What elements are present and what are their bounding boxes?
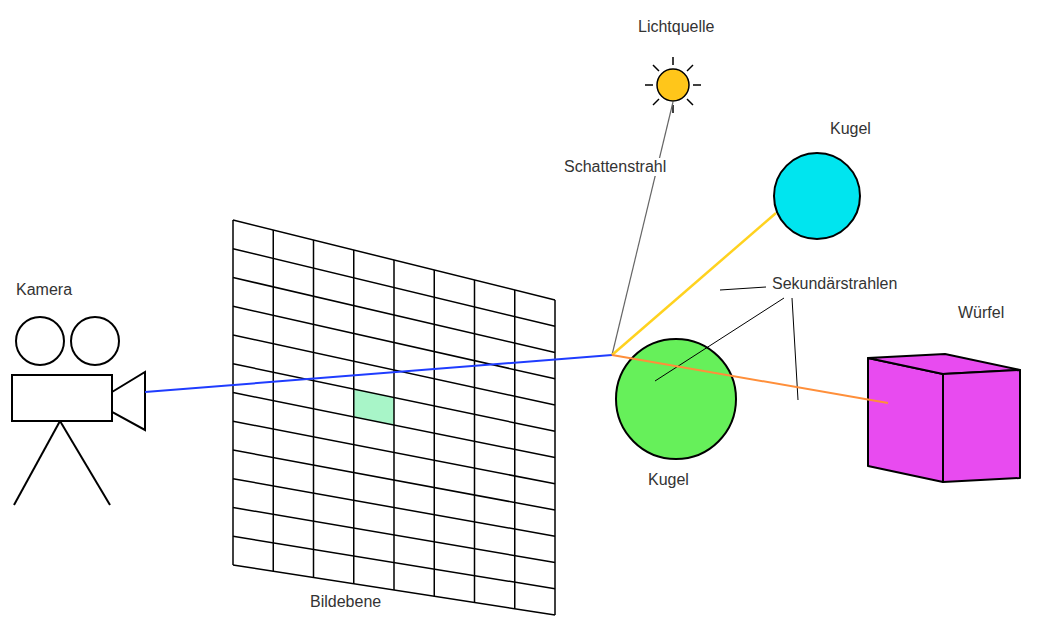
- ray-line: [612, 355, 888, 403]
- sphere-node: Kugel: [606, 330, 738, 495]
- grid-line: [233, 278, 555, 353]
- grid-line: [233, 364, 555, 432]
- node-label: Kugel: [648, 471, 689, 489]
- camera-node: Kamera: [8, 278, 153, 508]
- image-plane-grid: [233, 220, 555, 615]
- pixel-cell: [354, 389, 394, 425]
- grid-line: [233, 479, 555, 537]
- camera-symbol: [12, 317, 145, 505]
- grid-line: [233, 306, 555, 379]
- ray-line: [145, 355, 612, 392]
- grid-line: [233, 421, 555, 484]
- grid-line: [233, 508, 555, 563]
- node-label: Würfel: [958, 304, 1004, 322]
- ray-line: [612, 102, 673, 355]
- node-label: Kugel: [830, 120, 871, 138]
- cube-node: Würfel: [860, 300, 1030, 490]
- edge-label: Schattenstrahl: [562, 158, 668, 176]
- sphere: [616, 339, 736, 459]
- grid-line: [233, 450, 555, 510]
- node-label: Kamera: [16, 281, 72, 299]
- node-label: Bildebene: [310, 593, 381, 611]
- grid-line: [233, 393, 555, 458]
- sphere-node: Kugel: [770, 118, 875, 243]
- grid-line: [233, 536, 555, 589]
- sphere: [774, 153, 860, 239]
- ray-line: [612, 213, 776, 355]
- light-source: Lichtquelle: [628, 10, 738, 120]
- cube: [868, 354, 1020, 482]
- grid-line: [233, 335, 555, 405]
- callout-label: Sekundärstrahlen: [770, 275, 899, 293]
- image-plane: Bildebene: [225, 215, 565, 615]
- light-symbol: [645, 57, 701, 113]
- node-label: Lichtquelle: [638, 18, 715, 36]
- grid-line: [233, 565, 555, 615]
